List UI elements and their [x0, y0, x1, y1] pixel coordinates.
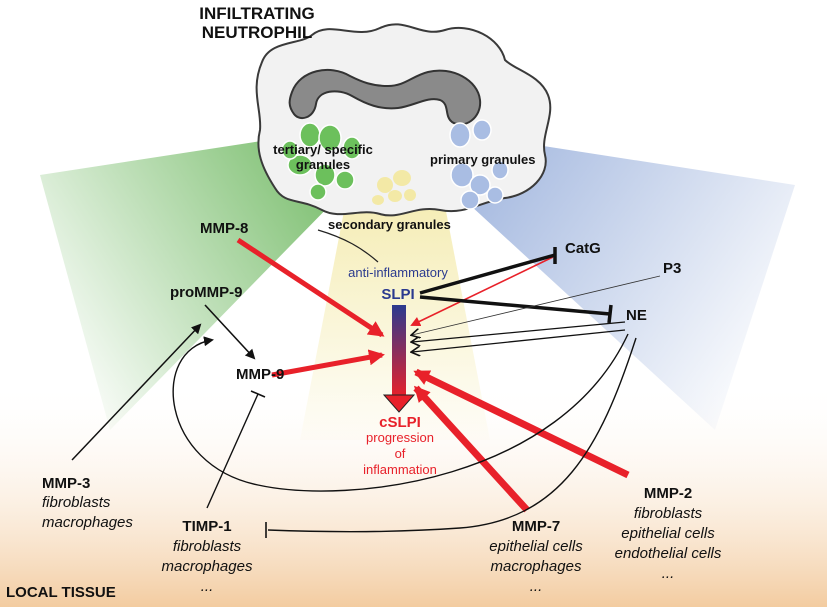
p3-to-slpi-arrow	[412, 275, 661, 335]
progression-label-line2: of	[394, 446, 406, 461]
secondary-granules-label: secondary granules	[328, 217, 451, 232]
mmp2-cell-2: epithelial cells	[621, 525, 715, 542]
ne-inhibits-timp1	[267, 337, 637, 533]
tertiary-granules	[281, 122, 362, 201]
slpi-cleavage-bar	[392, 305, 406, 397]
timp1-inhibits-mmp9	[206, 393, 259, 509]
mmp3-cell-2: macrophages	[42, 514, 133, 531]
neutrophil-title-line2: NEUTROPHIL	[201, 23, 313, 42]
slpi-cleavage-arrowhead	[382, 394, 416, 413]
prommp9-label: proMMP-9	[170, 284, 243, 301]
blue-cone	[470, 140, 795, 430]
ne-label: NE	[626, 307, 647, 324]
catg-to-slpi-arrow	[410, 256, 554, 327]
progression-label-line1: progression	[366, 430, 434, 445]
timp1-cell-2: macrophages	[161, 558, 253, 575]
mmp7-cell-3: ...	[529, 578, 543, 595]
anti-inflammatory-label: anti-inflammatory	[348, 265, 448, 280]
slpi-inhibits-ne	[419, 295, 611, 316]
secondary-granules	[372, 170, 416, 205]
mmp7-label: MMP-7	[511, 518, 561, 535]
mmp2-to-slpi-arrow	[413, 368, 630, 479]
prommp9-to-mmp9-arrow	[204, 304, 256, 360]
ne-to-slpi-arrow-1	[412, 321, 626, 342]
green-cone	[40, 140, 340, 430]
mmp3-to-prommp9-arrow	[71, 323, 202, 461]
slpi-inhibits-catg	[419, 253, 556, 295]
mmp8-label: MMP-8	[200, 220, 249, 237]
mmp3-cell-1: fibroblasts	[42, 494, 111, 511]
mmp2-cell-4: ...	[661, 565, 675, 582]
p3-label: P3	[663, 260, 682, 277]
tertiary-granules-label-line1: tertiary/ specific	[273, 142, 373, 157]
mmp3-label: MMP-3	[42, 475, 91, 492]
timp1-label: TIMP-1	[182, 518, 232, 535]
timp1-cell-3: ...	[200, 578, 214, 595]
neutrophil-nucleus	[288, 68, 482, 126]
timp1-cell-1: fibroblasts	[172, 538, 242, 555]
mmp2-cell-1: fibroblasts	[633, 505, 703, 522]
ne-to-slpi-arrow-2	[412, 329, 626, 352]
mmp9-label: MMP-9	[236, 366, 285, 383]
tertiary-granules-label-line2: granules	[295, 157, 351, 172]
secondary-connector	[317, 229, 379, 263]
mmp2-cell-3: endothelial cells	[614, 545, 722, 562]
mmp7-cell-1: epithelial cells	[489, 538, 583, 555]
neutrophil-title-line1: INFILTRATING	[199, 4, 315, 23]
mmp8-to-slpi-arrow	[236, 237, 385, 338]
progression-label-line3: inflammation	[363, 462, 437, 477]
cslpi-label: cSLPI	[379, 414, 421, 431]
mmp2-label: MMP-2	[643, 485, 693, 502]
primary-granules	[449, 119, 509, 210]
slpi-label: SLPI	[381, 286, 415, 303]
mmp9-to-slpi-arrow	[271, 349, 385, 378]
local-tissue-label: LOCAL TISSUE	[6, 584, 116, 601]
ne-to-prommp9-arrow	[172, 333, 629, 492]
mmp7-cell-2: macrophages	[490, 558, 582, 575]
catg-label: CatG	[565, 240, 601, 257]
primary-granules-label: primary granules	[430, 152, 536, 167]
mmp7-to-slpi-arrow	[413, 385, 530, 513]
